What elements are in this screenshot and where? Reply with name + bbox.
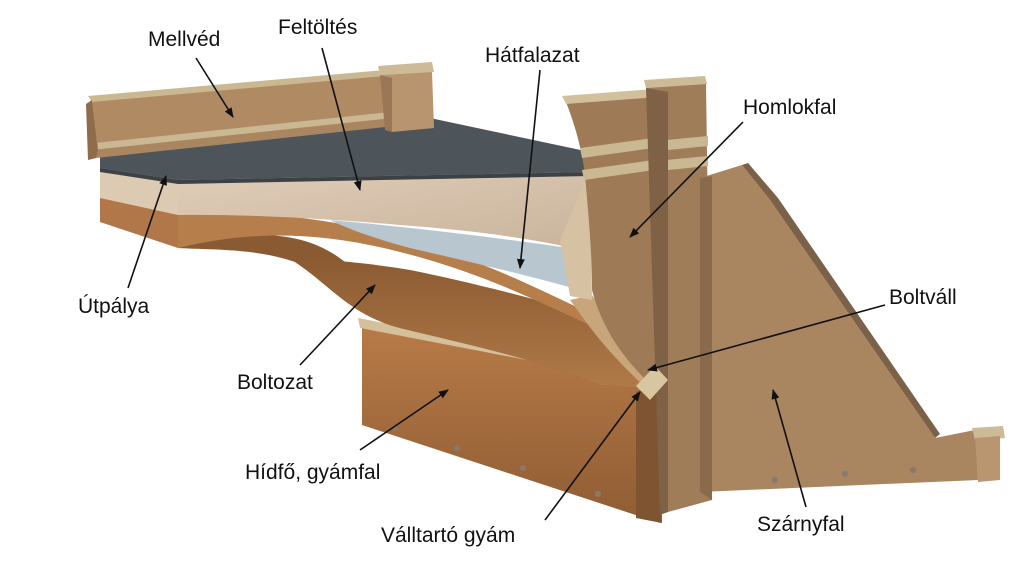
arrow-mellved — [195, 57, 234, 118]
backing-layer — [330, 170, 592, 300]
arrow-utpalya — [127, 175, 167, 289]
label-szarnyfal: Szárnyfal — [757, 513, 845, 536]
label-hatfalazat: Hátfalazat — [485, 44, 580, 67]
label-homlokfal: Homlokfal — [743, 96, 837, 119]
arrow-boltozat — [299, 284, 376, 366]
wing-wall — [700, 163, 1005, 492]
leader-lines — [127, 47, 886, 521]
label-boltozat: Boltozat — [237, 371, 313, 394]
label-mellved: Mellvéd — [148, 28, 221, 51]
impost-bracket — [636, 366, 668, 400]
arrow-boltvall — [647, 304, 886, 372]
arrow-feltoltes — [321, 47, 362, 191]
arrow-szarnyfal — [771, 389, 807, 508]
arrow-hatfalazat — [516, 69, 541, 269]
label-hidfo: Hídfő, gyámfal — [245, 461, 381, 484]
label-feltoltes: Feltöltés — [278, 16, 358, 39]
arrow-homlokfal — [629, 121, 744, 238]
label-utpalya: Útpálya — [78, 295, 150, 318]
label-valltarto: Válltartó gyám — [381, 524, 516, 547]
label-boltvall: Boltváll — [889, 286, 957, 309]
arrow-hidfo — [359, 389, 449, 451]
parapet — [86, 62, 434, 160]
head-wall — [562, 76, 712, 515]
road-deck — [100, 118, 590, 184]
arrow-valltarto — [544, 391, 641, 521]
